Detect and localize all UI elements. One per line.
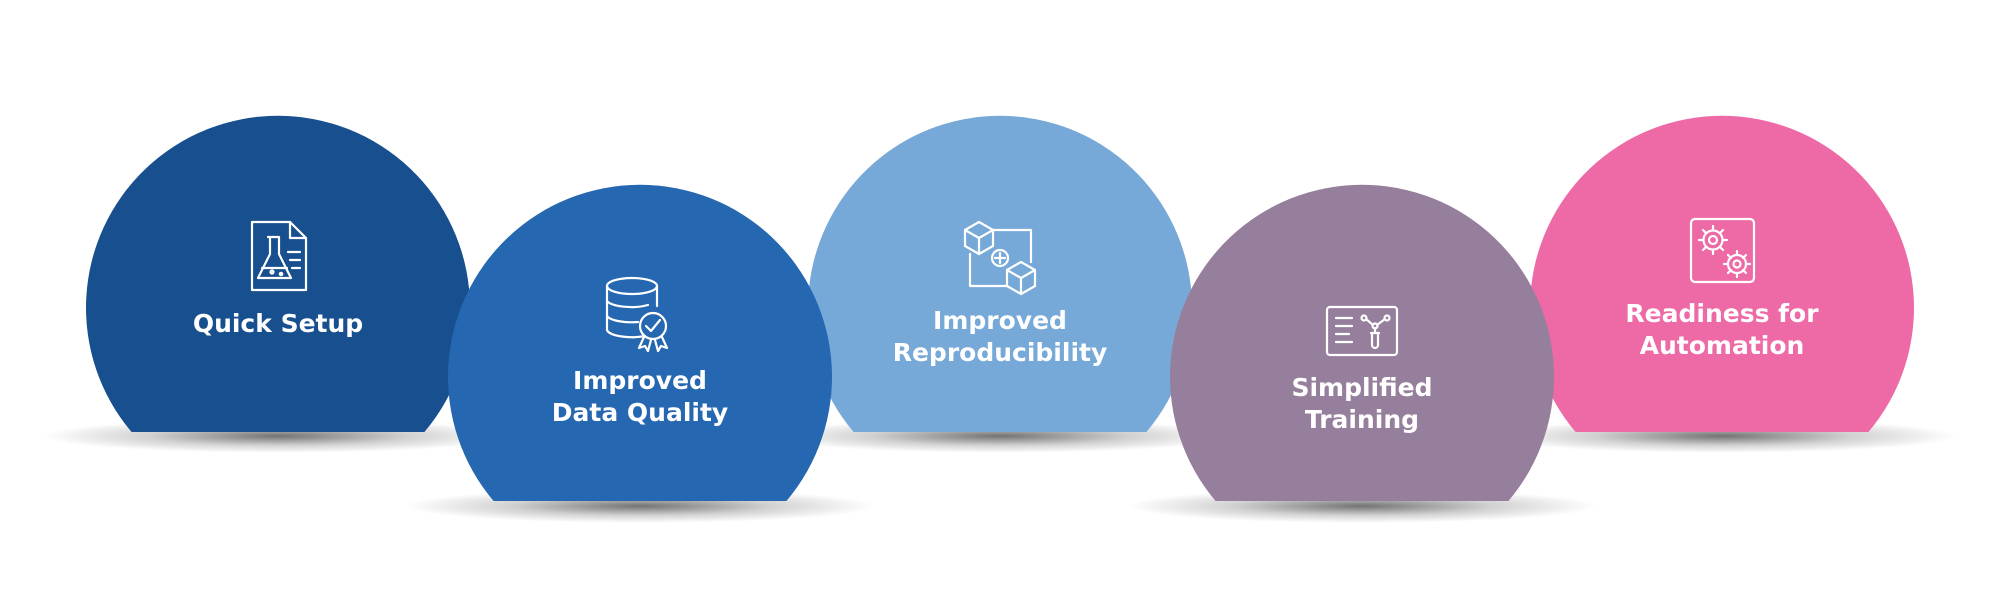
circle-readiness-for-automation: [1530, 115, 1914, 433]
label-quick-setup-line-1: Quick Setup: [192, 309, 364, 338]
circle-simplified-training: [1170, 184, 1554, 501]
database-badge-icon: [605, 276, 669, 353]
label-simplified-training-line-2: Training: [1304, 405, 1420, 434]
label-readiness-for-automation-line-1: Readiness for: [1625, 299, 1819, 328]
label-improved-data-quality: Improved Data Quality: [490, 365, 790, 429]
label-simplified-training-line-1: Simplified: [1291, 373, 1433, 402]
circle-quick-setup: [86, 115, 470, 433]
label-improved-data-quality-line-2: Data Quality: [551, 398, 729, 427]
label-simplified-training: Simplified Training: [1212, 372, 1512, 436]
circle-improved-reproducibility: [808, 115, 1192, 432]
label-readiness-for-automation: Readiness for Automation: [1572, 298, 1872, 362]
label-improved-reproducibility-line-1: Improved: [933, 306, 1067, 335]
label-improved-reproducibility: Improved Reproducibility: [850, 305, 1150, 369]
label-improved-reproducibility-line-2: Reproducibility: [892, 338, 1108, 367]
gears-icon: [1689, 217, 1756, 284]
training-board-icon: [1325, 305, 1399, 357]
label-improved-data-quality-line-1: Improved: [573, 366, 707, 395]
circle-improved-data-quality: [448, 184, 832, 501]
label-quick-setup: Quick Setup: [128, 308, 428, 340]
flask-document-icon: [250, 220, 308, 292]
cubes-plus-icon: [963, 220, 1037, 296]
label-readiness-for-automation-line-2: Automation: [1639, 331, 1805, 360]
